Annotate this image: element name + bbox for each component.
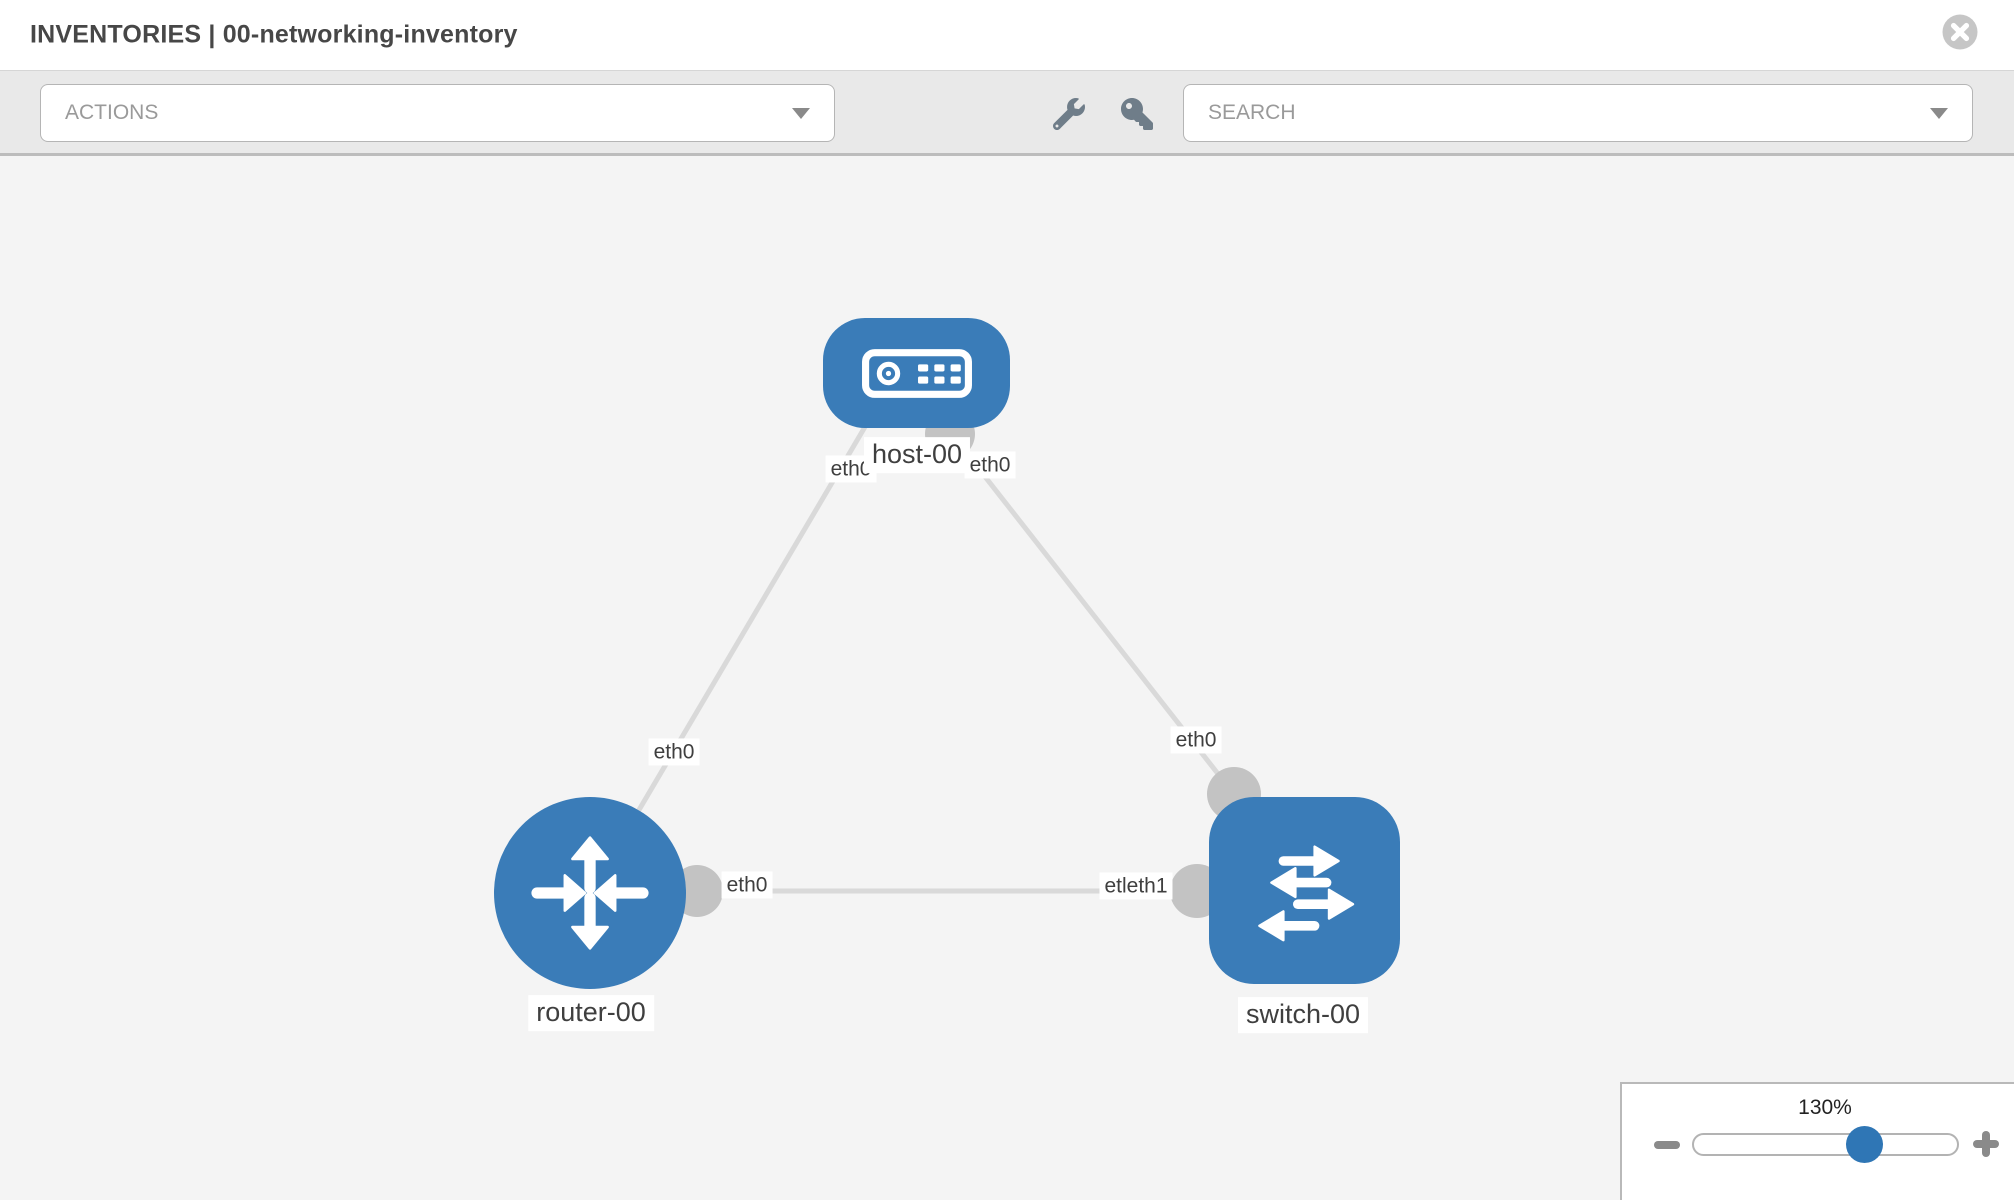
switch-icon bbox=[1257, 844, 1354, 941]
actions-dropdown-label: ACTIONS bbox=[65, 101, 159, 124]
network-links bbox=[587, 413, 1250, 895]
node-host-00[interactable] bbox=[823, 318, 1010, 428]
zoom-panel: 130% bbox=[1620, 1082, 2014, 1200]
node-switch-00[interactable] bbox=[1209, 797, 1400, 984]
page-title: INVENTORIES | 00-networking-inventory bbox=[30, 20, 518, 49]
wrench-icon bbox=[1052, 98, 1085, 131]
chevron-down-icon bbox=[792, 108, 810, 119]
zoom-slider-handle[interactable] bbox=[1846, 1126, 1883, 1163]
tools-button[interactable] bbox=[1049, 94, 1089, 134]
search-dropdown-placeholder: SEARCH bbox=[1208, 101, 1296, 124]
host-icon bbox=[861, 348, 972, 398]
zoom-level: 130% bbox=[1798, 1096, 1852, 1119]
zoom-in-button[interactable] bbox=[1969, 1127, 2003, 1161]
topology-canvas[interactable]: eth0 eth0 host-00 eth0 eth0 eth0 etleth1… bbox=[0, 156, 2014, 1200]
chevron-down-icon bbox=[1930, 108, 1948, 119]
node-label-router: router-00 bbox=[528, 995, 654, 1031]
close-icon bbox=[1942, 14, 1978, 50]
router-icon bbox=[531, 836, 649, 950]
interface-label: eth0 bbox=[964, 451, 1016, 479]
zoom-out-button[interactable] bbox=[1650, 1128, 1684, 1162]
node-label-switch: switch-00 bbox=[1237, 997, 1369, 1033]
node-router-00[interactable] bbox=[494, 797, 686, 989]
key-icon bbox=[1121, 98, 1153, 130]
close-button[interactable] bbox=[1941, 13, 1979, 51]
app-header: INVENTORIES | 00-networking-inventory bbox=[0, 0, 2014, 70]
interface-label: eth0 bbox=[648, 738, 700, 766]
interface-label: etleth1 bbox=[1099, 872, 1173, 900]
interface-label: eth0 bbox=[1170, 726, 1222, 754]
search-dropdown[interactable]: SEARCH bbox=[1183, 84, 1973, 142]
key-button[interactable] bbox=[1117, 94, 1157, 134]
interface-label: eth0 bbox=[721, 871, 773, 899]
toolbar: ACTIONS SEARCH bbox=[0, 70, 2014, 156]
zoom-slider-track[interactable] bbox=[1692, 1133, 1959, 1156]
node-label-host: host-00 bbox=[863, 437, 971, 473]
actions-dropdown[interactable]: ACTIONS bbox=[40, 84, 835, 142]
